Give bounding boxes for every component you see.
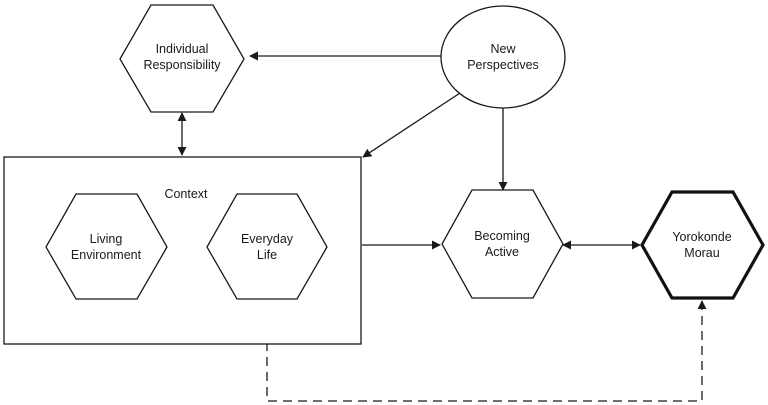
living-environment-label: Living: [90, 232, 123, 246]
yorokonde-morau-node: Yorokonde Morau: [640, 190, 765, 300]
edge-yorokonde-morau-everyday-life-dashed: [262, 298, 707, 402]
becoming-active-label: Becoming: [474, 229, 530, 243]
new-perspectives-ellipse: [440, 5, 566, 109]
becoming-active-node: Becoming Active: [441, 189, 564, 299]
yorokonde-morau-label: Yorokonde: [672, 230, 731, 244]
individual-responsibility-hexagon: [119, 4, 245, 113]
living-environment-hexagon: [45, 193, 168, 300]
living-environment-label-line2: Environment: [71, 248, 142, 262]
edge-new-perspectives-to-context: [362, 92, 461, 158]
new-perspectives-label-line2: Perspectives: [467, 58, 539, 72]
everyday-life-node: Everyday Life: [206, 193, 328, 300]
individual-responsibility-label-line2: Responsibility: [143, 58, 221, 72]
living-environment-node: Living Environment: [45, 193, 168, 300]
everyday-life-label-line2: Life: [257, 248, 277, 262]
becoming-active-hexagon: [441, 189, 564, 299]
new-perspectives-label: New: [490, 42, 516, 56]
individual-responsibility-label: Individual: [156, 42, 209, 56]
everyday-life-hexagon: [206, 193, 328, 300]
yorokonde-morau-hexagon: [640, 190, 765, 300]
new-perspectives-node: New Perspectives: [440, 5, 566, 109]
yorokonde-morau-label-line2: Morau: [684, 246, 719, 260]
everyday-life-label: Everyday: [241, 232, 294, 246]
context-label: Context: [164, 187, 208, 201]
becoming-active-label-line2: Active: [485, 245, 519, 259]
individual-responsibility-node: Individual Responsibility: [119, 4, 245, 113]
